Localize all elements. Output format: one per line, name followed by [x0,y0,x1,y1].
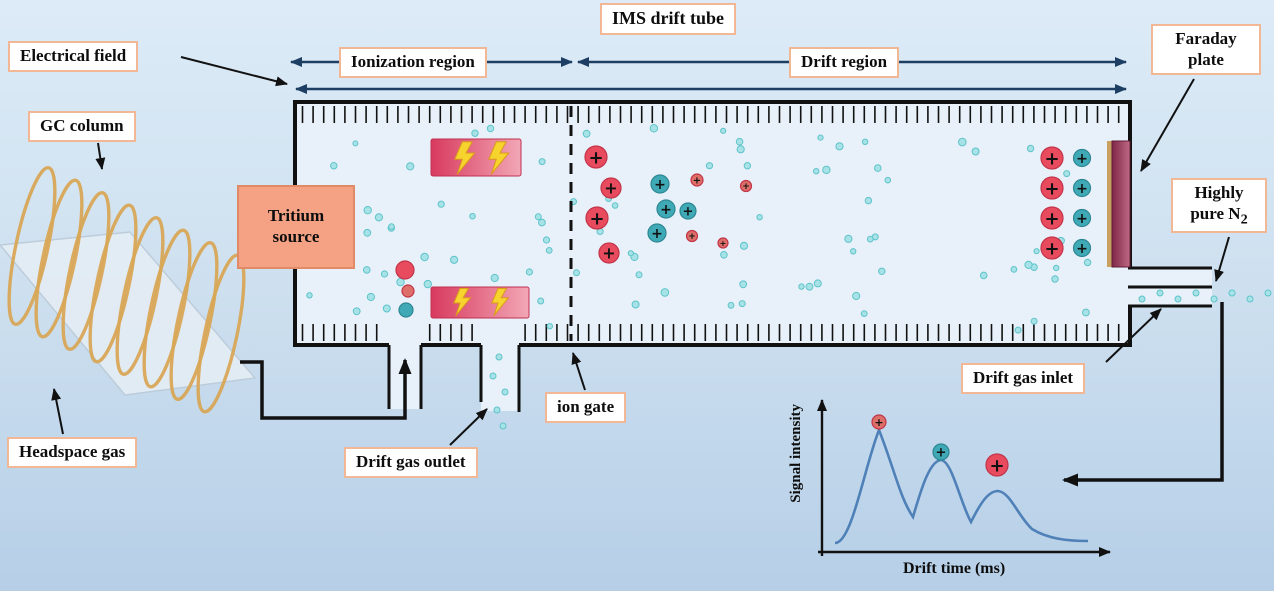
gc-sheet [0,231,257,396]
plus-charge: + [683,205,694,220]
plus-charge: + [654,177,666,193]
plus-charge: + [651,226,663,242]
spectrum-curve [834,426,1089,545]
teal-ion [679,202,697,220]
electrode-rings [301,106,1120,341]
electrical-field-pointer [180,56,288,87]
teal-ion [1072,148,1092,168]
plus-charge: + [604,179,617,198]
small-red-ion [690,173,704,187]
label-ionization-region: Ionization region [339,47,487,78]
teal-ion [656,199,676,219]
teal-ion [1072,238,1092,258]
drift-gas-outlet-channel [479,341,521,412]
lightning-bolt-icons [452,141,510,316]
small-red-ion [739,179,753,193]
teal-ion [650,174,670,194]
label-electrical-field: Electrical field [8,41,139,72]
label-drift-region: Drift region [789,47,900,78]
faraday-plate-pointer [1140,78,1195,172]
red-ion [395,260,415,280]
teal-ion [647,223,667,243]
plus-charge: + [588,147,603,168]
plus-charge: + [660,202,672,218]
plus-charge: + [1044,178,1059,199]
small-red-ion [717,237,729,249]
plus-charge: + [989,455,1004,476]
plus-charge: + [874,416,883,429]
diagram-title-text: IMS drift tube [612,8,724,28]
small-red-ion [401,284,415,298]
plus-charge: + [742,182,750,192]
plus-charge: + [1076,151,1088,167]
n2-pointer [1214,236,1230,282]
drift-tube-body [293,100,1132,347]
red-ion [1040,236,1064,260]
label-faraday-plate: Faraday plate [1151,24,1261,76]
plus-charge: + [693,176,701,187]
teal-ion [932,443,950,461]
plus-charge: + [688,232,696,242]
plus-charge: + [1044,238,1059,259]
red-ion [1040,146,1064,170]
chart-xlabel: Drift time (ms) [903,560,1006,577]
drift-gas-outlet-pointer [449,408,488,446]
signal-feed-arrow [1062,302,1224,487]
plus-charge: + [602,244,615,263]
label-tritium-source: Tritium source [237,185,355,269]
gc-column-pointer [95,142,106,170]
plus-charge: + [936,446,947,461]
plus-charge: + [589,208,604,229]
ions: +++++++++++++++++++++++ [395,145,1092,477]
drift-gas-inlet-pointer [1105,308,1162,363]
plus-charge: + [1044,148,1059,169]
spectrum-chart [817,399,1111,557]
ionization-lightning [430,138,530,319]
red-ion [1040,176,1064,200]
gc-transfer-line-arrow [240,358,412,420]
gc-column-coil [7,165,246,414]
plus-charge: + [1076,211,1088,227]
chart-ylabel: Signal intensity [788,404,804,503]
teal-ion [1072,208,1092,228]
small-red-ion [685,229,699,243]
n2-subscript: 2 [1240,211,1248,228]
headspace-gas-pointer [51,388,64,435]
faraday-plate-bar [1107,140,1131,268]
teal-ion [398,302,414,318]
plus-charge: + [1044,208,1059,229]
teal-ion [1072,178,1092,198]
plus-charge: + [1076,181,1088,197]
label-highly-pure-n2: Highly pure N2 [1171,178,1267,234]
label-gc-column: GC column [28,111,136,142]
red-ion [598,242,620,264]
red-ion [600,177,622,199]
ion-gate-pointer [571,352,586,391]
diagram-title: IMS drift tube [600,3,736,35]
label-arrows [51,56,1230,487]
red-ion [1040,206,1064,230]
label-ion-gate: ion gate [545,392,627,423]
plus-charge: + [1076,241,1088,257]
red-ion [585,206,609,230]
red-ion [584,145,608,169]
label-headspace-gas: Headspace gas [7,437,138,468]
label-drift-gas-outlet: Drift gas outlet [344,447,478,478]
plus-charge: + [720,239,727,248]
red-ion [985,453,1009,477]
small-red-ion [871,414,887,430]
label-drift-gas-inlet: Drift gas inlet [961,363,1086,394]
